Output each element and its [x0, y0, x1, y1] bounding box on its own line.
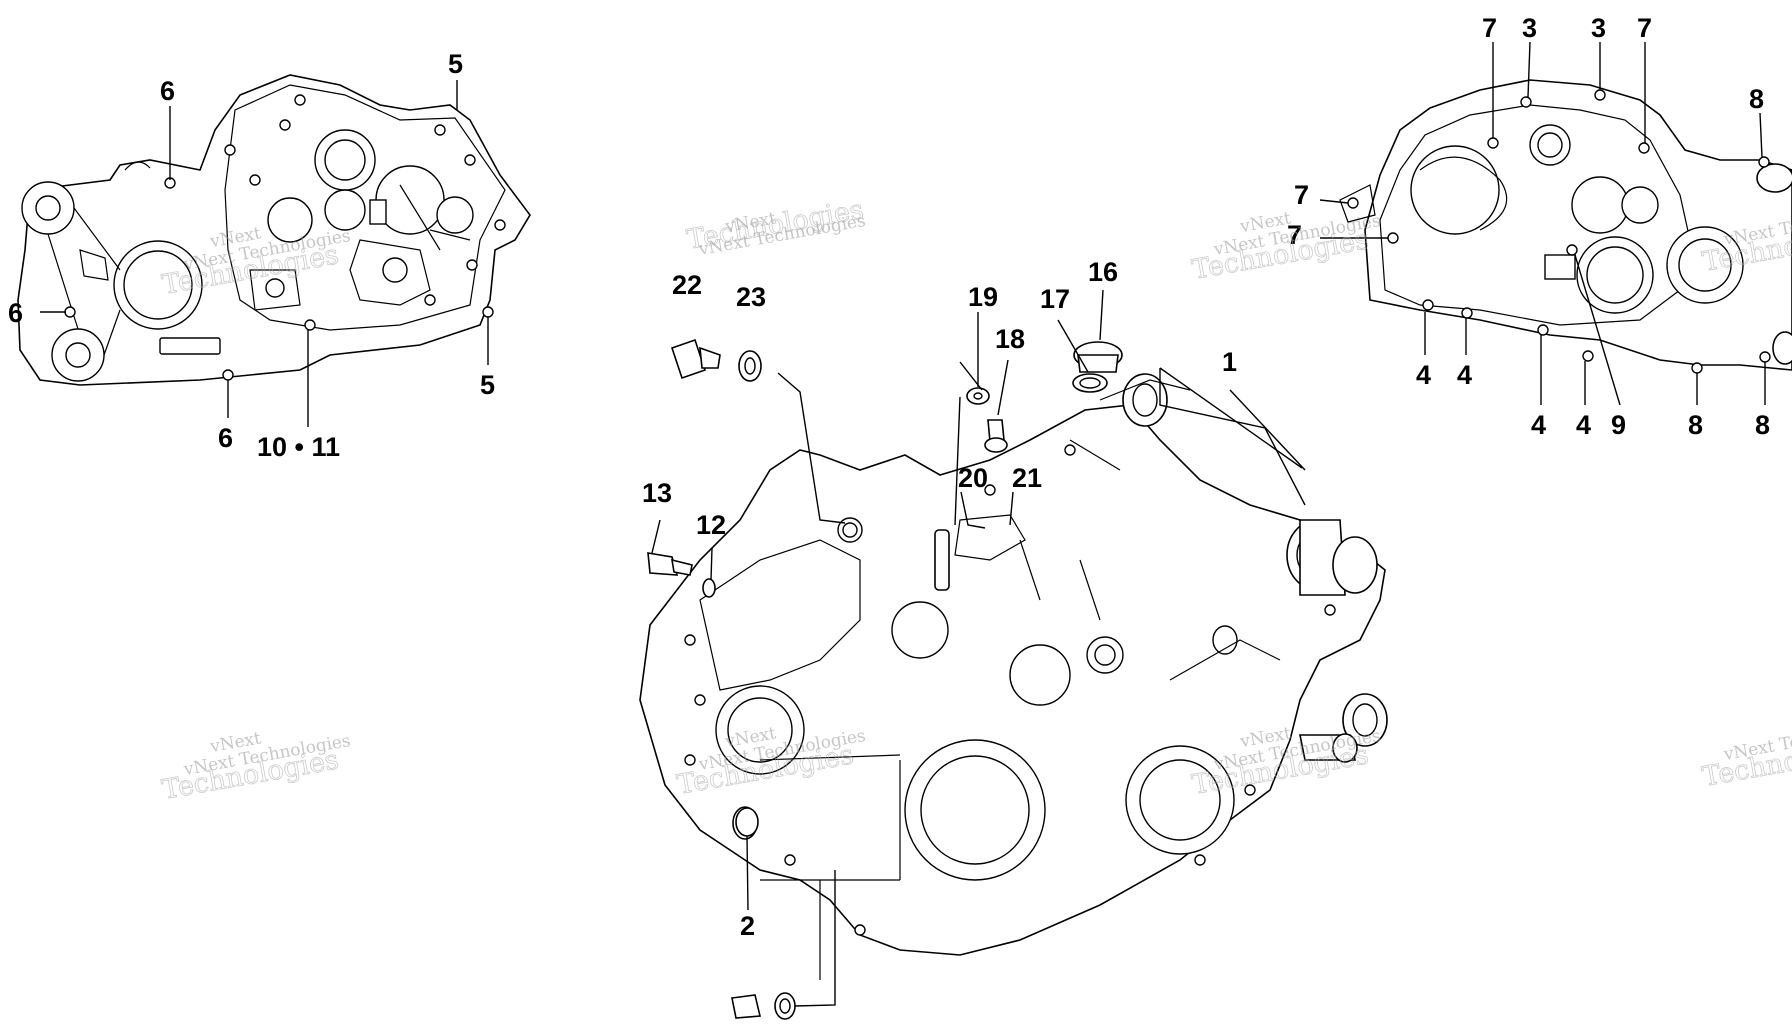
right-crankcase-half	[1339, 79, 1792, 374]
callout-7: 7	[1287, 220, 1302, 250]
callout-20: 20	[958, 463, 988, 493]
drain-bolt-22	[670, 338, 721, 380]
callout-18: 18	[995, 324, 1025, 354]
center-crankcase	[639, 373, 1388, 980]
bottom-drain-bolt	[731, 992, 796, 1020]
bolt-18	[984, 419, 1008, 453]
callout-23: 23	[736, 282, 766, 312]
callout-3: 3	[1522, 13, 1537, 43]
callout-10-11: 10 • 11	[257, 432, 340, 462]
callout-2: 2	[740, 911, 755, 941]
watermark: vNext vNext Technologies Technologies	[159, 728, 352, 806]
callout-5: 5	[480, 370, 495, 400]
callout-9: 9	[1611, 410, 1626, 440]
callout-7: 7	[1482, 13, 1497, 43]
left-crankcase-half	[17, 74, 531, 386]
callout-4: 4	[1531, 410, 1546, 440]
callout-7: 7	[1637, 13, 1652, 43]
callout-6: 6	[160, 76, 175, 106]
callout-8: 8	[1749, 84, 1764, 114]
callout-8: 8	[1755, 410, 1770, 440]
callout-21: 21	[1012, 463, 1042, 493]
callout-6: 6	[218, 423, 233, 453]
plug-16	[1073, 341, 1123, 373]
callouts-right: 7 3 3 7 8 7 7 4 4 4 4 9 8 8	[1287, 13, 1770, 440]
watermark: vNext vNext Technologies Technologies	[684, 194, 867, 260]
callout-12: 12	[696, 510, 726, 540]
callout-4: 4	[1416, 360, 1431, 390]
callout-6: 6	[8, 298, 23, 328]
clip-12	[702, 578, 716, 598]
callout-1: 1	[1222, 347, 1237, 377]
center-leaders	[651, 289, 1306, 1007]
callout-19: 19	[968, 282, 998, 312]
callout-7: 7	[1294, 180, 1309, 210]
stud-13	[647, 552, 693, 576]
right-leaders	[1319, 41, 1766, 406]
callout-8: 8	[1688, 410, 1703, 440]
callout-4: 4	[1576, 410, 1591, 440]
callout-16: 16	[1088, 257, 1118, 287]
callouts-left: 6 6 6 5 5 10 • 11	[8, 49, 495, 462]
callout-22: 22	[672, 270, 702, 300]
callout-17: 17	[1040, 284, 1070, 314]
washer-23	[738, 350, 762, 382]
dowel-2	[735, 807, 759, 837]
callouts-center: 22 23 19 18 17 16 1 13 12 20 21 2	[642, 257, 1237, 941]
watermark: vNext Technologies Technologies	[1700, 716, 1792, 793]
washer-19	[966, 387, 990, 405]
callout-13: 13	[642, 478, 672, 508]
callout-3: 3	[1591, 13, 1606, 43]
left-leaders	[40, 80, 489, 427]
callout-4: 4	[1457, 360, 1472, 390]
callout-5: 5	[448, 49, 463, 79]
oring-17	[1072, 373, 1108, 393]
